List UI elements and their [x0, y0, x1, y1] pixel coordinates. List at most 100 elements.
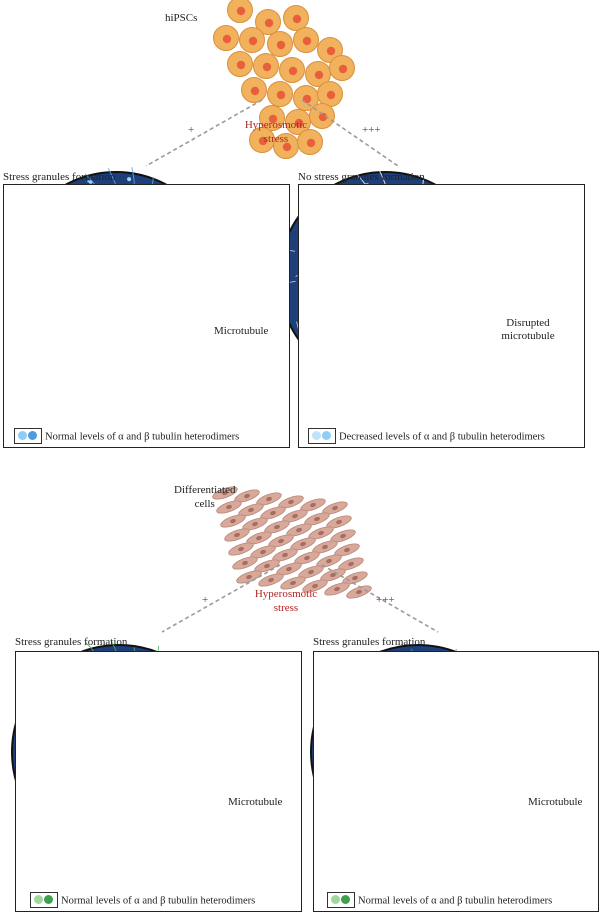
stress-granule [127, 177, 132, 182]
differentiated-cell-nucleus [330, 572, 336, 578]
differentiated-cell-nucleus [234, 532, 240, 538]
top-left-microtubule-label: Microtubule [214, 325, 269, 337]
differentiated-cell-nucleus [264, 563, 270, 569]
top-left-panel-title: Stress granules formation [3, 171, 116, 183]
bottom-right-panel [313, 651, 599, 912]
top-right-panel [298, 184, 585, 448]
differentiated-cell-nucleus [222, 490, 228, 496]
top-right-microtubule-label: Disrupted microtubule [501, 317, 555, 342]
differentiated-cell-nucleus [348, 561, 354, 567]
top-right-panel-title: No stress granules formation [298, 171, 425, 183]
bottom-low-mark: + [202, 594, 209, 606]
differentiated-cell-nucleus [310, 502, 316, 508]
bottom-stress-label: Hyperosmotic stress [254, 588, 318, 614]
top-left-legend: Normal levels of α and β tubulin heterod… [14, 428, 240, 445]
stem-cell-nucleus [326, 46, 336, 56]
tubulin-dimer-icon [30, 892, 58, 908]
differentiated-cell-nucleus [326, 558, 332, 564]
stem-cell-nucleus [276, 40, 286, 50]
stem-cell-nucleus [326, 90, 336, 100]
stem-cell-nucleus [282, 142, 292, 152]
stem-cell-nucleus [262, 62, 272, 72]
differentiated-cell-nucleus [300, 541, 306, 547]
disrupted-fragment [295, 274, 298, 278]
differentiated-cell-nucleus [226, 504, 232, 510]
differentiated-cell-nucleus [344, 547, 350, 553]
stem-cell-nucleus [306, 138, 316, 148]
differentiated-cell-nucleus [290, 580, 296, 586]
top-stress-label: Hyperosmotic stress [244, 119, 308, 145]
differentiated-cell-nucleus [256, 535, 262, 541]
tubulin-dimer-icon [14, 428, 42, 444]
differentiated-cell-nucleus [248, 507, 254, 513]
differentiated-cell-nucleus [238, 546, 244, 552]
stem-cell-nucleus [250, 86, 260, 96]
bottom-left-arrow [161, 564, 281, 633]
differentiated-cell-nucleus [270, 510, 276, 516]
hipsc-cluster [213, 0, 355, 159]
hipsc-label: hiPSCs [165, 12, 198, 24]
stem-cell-nucleus [318, 112, 328, 122]
top-left-arrow [145, 99, 263, 167]
top-high-mark: +++ [362, 124, 381, 136]
stem-cell-nucleus [236, 60, 246, 70]
differentiated-cells-label: Differentiated cells [174, 484, 236, 510]
differentiated-cell-nucleus [288, 499, 294, 505]
differentiated-cell-nucleus [242, 560, 248, 566]
stem-cell-nucleus [268, 114, 278, 124]
top-low-mark: + [188, 124, 195, 136]
differentiated-cell-nucleus [244, 493, 250, 499]
differentiated-cell-nucleus [230, 518, 236, 524]
stress-granule [87, 180, 90, 183]
differentiated-cell-nucleus [246, 574, 252, 580]
differentiated-cell-nucleus [314, 516, 320, 522]
stem-cell-nucleus [292, 14, 302, 24]
stem-cell-nucleus [248, 36, 258, 46]
differentiated-cell-nucleus [278, 538, 284, 544]
differentiated-cell-nucleus [296, 527, 302, 533]
tubulin-dimer-icon [308, 428, 336, 444]
bottom-left-panel-title: Stress granules formation [15, 636, 128, 648]
differentiated-cell-nucleus [260, 549, 266, 555]
differentiated-cell-nucleus [356, 589, 362, 595]
bottom-high-mark: +++ [376, 594, 395, 606]
bottom-left-panel [15, 651, 302, 912]
stem-cell-nucleus [258, 136, 268, 146]
differentiated-cell-nucleus [322, 544, 328, 550]
bottom-left-legend: Normal levels of α and β tubulin heterod… [30, 892, 256, 909]
differentiated-cell-nucleus [292, 513, 298, 519]
stem-cell-nucleus [288, 66, 298, 76]
bottom-right-arrow [321, 564, 439, 633]
stem-cell-nucleus [314, 70, 324, 80]
differentiated-cell-nucleus [304, 555, 310, 561]
differentiated-cell-nucleus [252, 521, 258, 527]
stem-cell-nucleus [302, 36, 312, 46]
differentiated-cell-nucleus [332, 505, 338, 511]
bottom-right-microtubule-label: Microtubule [528, 796, 583, 808]
stem-cell-nucleus [236, 6, 246, 16]
tubulin-dimer-icon [327, 892, 355, 908]
top-left-legend-text: Normal levels of α and β tubulin heterod… [45, 431, 240, 443]
stem-cell-nucleus [276, 90, 286, 100]
differentiated-cell-nucleus [282, 552, 288, 558]
top-right-legend-text: Decreased levels of α and β tubulin hete… [339, 431, 545, 443]
differentiated-cell-nucleus [286, 566, 292, 572]
bottom-left-legend-text: Normal levels of α and β tubulin heterod… [61, 895, 256, 907]
bottom-right-legend-text: Normal levels of α and β tubulin heterod… [358, 895, 553, 907]
differentiated-cell-nucleus [340, 533, 346, 539]
differentiated-cell-nucleus [334, 586, 340, 592]
differentiated-cell-nucleus [274, 524, 280, 530]
stem-cell-nucleus [294, 118, 304, 128]
stem-cell-nucleus [264, 18, 274, 28]
differentiated-cell-nucleus [312, 583, 318, 589]
stem-cell-nucleus [222, 34, 232, 44]
differentiated-cell-nucleus [268, 577, 274, 583]
bottom-right-legend: Normal levels of α and β tubulin heterod… [327, 892, 553, 909]
differentiated-cell-nucleus [336, 519, 342, 525]
top-right-legend: Decreased levels of α and β tubulin hete… [308, 428, 545, 445]
stem-cell-nucleus [338, 64, 348, 74]
bottom-left-microtubule-label: Microtubule [228, 796, 283, 808]
bottom-right-panel-title: Stress granules formation [313, 636, 426, 648]
differentiated-cell-nucleus [352, 575, 358, 581]
